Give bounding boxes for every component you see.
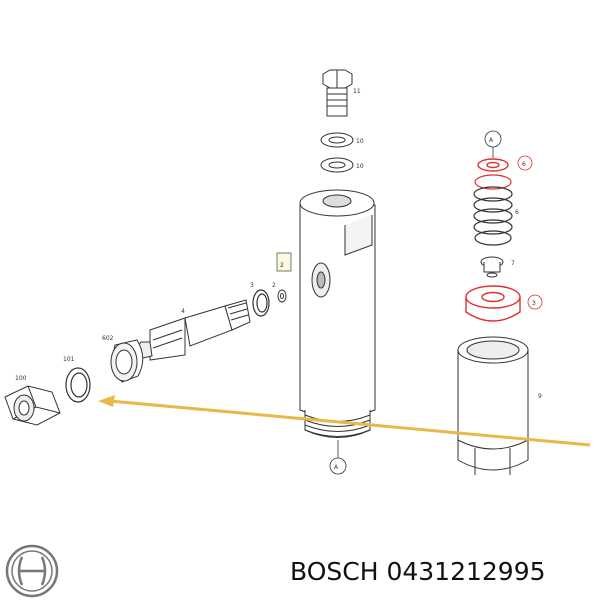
spring-seat-pin [480, 256, 504, 278]
label-o-ring: 3 [250, 282, 254, 289]
seal-ring [65, 367, 91, 403]
bosch-logo-icon [5, 544, 59, 598]
o-ring [252, 289, 270, 317]
callout-circle [517, 155, 533, 171]
label-seal: 101 [63, 356, 75, 363]
label-sleeve: 9 [538, 393, 542, 400]
label-spring-ring: 6 [522, 161, 526, 168]
label-spring: 6 [515, 209, 519, 216]
label-small-ring: 2 [272, 282, 276, 289]
marker-bottom: A [334, 464, 339, 471]
label-bolt: 11 [353, 88, 361, 95]
label-washer-bottom: 10 [356, 163, 364, 170]
label-seat: 3 [532, 300, 536, 307]
marker-top: A [489, 137, 494, 144]
washer-bottom [320, 157, 354, 173]
hex-nut [4, 385, 61, 426]
label-washer-top: 10 [356, 138, 364, 145]
banjo-bolt [322, 69, 353, 117]
retaining-sleeve [457, 336, 529, 475]
injector-body [299, 189, 376, 438]
label-valve: 4 [181, 308, 185, 315]
part-number-caption: BOSCH 0431212995 [290, 557, 546, 586]
spring [473, 174, 513, 246]
arrow-head-icon [98, 395, 115, 407]
label-nut: 100 [15, 375, 27, 382]
section-box [276, 252, 292, 272]
valve-seat [465, 285, 521, 322]
label-section-box: 2 [280, 262, 284, 269]
fitting [110, 339, 144, 383]
spring-ring [477, 158, 509, 172]
marker-circle [329, 457, 347, 475]
callout-circle [527, 294, 543, 310]
washer-top [320, 132, 354, 148]
label-pin: 7 [511, 260, 515, 267]
pressure-valve [137, 299, 251, 361]
label-fitting: 602 [102, 335, 114, 342]
arrow-shaft [109, 399, 591, 447]
small-ring [277, 289, 287, 303]
